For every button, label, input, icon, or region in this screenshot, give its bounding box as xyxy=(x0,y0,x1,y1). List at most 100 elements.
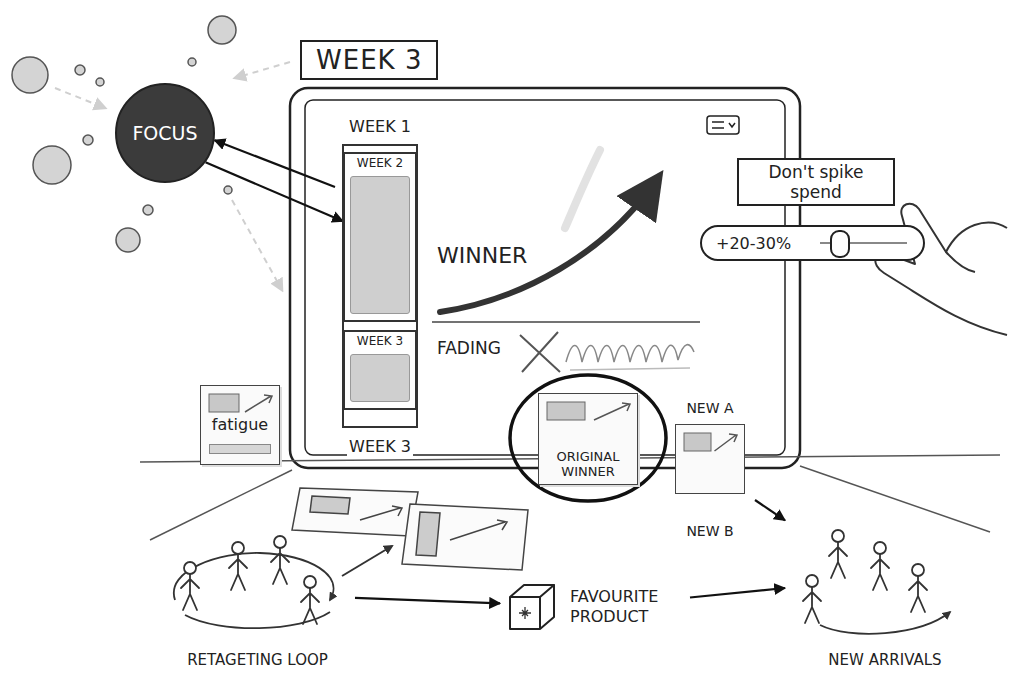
placeholder-block xyxy=(350,176,410,314)
node-text: ORIGINAL WINNER xyxy=(542,450,634,480)
week-block: WEEK 3 xyxy=(343,330,417,410)
person-figure xyxy=(274,536,286,548)
fading-scribble xyxy=(566,345,694,362)
connector-line xyxy=(355,598,500,604)
trend-arrows xyxy=(440,150,658,312)
floor-lines xyxy=(800,466,990,532)
placeholder-block xyxy=(350,354,410,402)
tablet-frame xyxy=(712,122,735,128)
node-text: WEEK 3 xyxy=(345,334,415,349)
focus-circle: FOCUS xyxy=(115,83,215,183)
card-sketch xyxy=(684,433,711,451)
hand xyxy=(875,204,1007,335)
loose-cards xyxy=(360,506,402,520)
person-figure xyxy=(874,542,886,554)
person-figure xyxy=(229,554,247,590)
note-box: Don't spike spend xyxy=(737,158,895,206)
fading-scribble xyxy=(432,321,700,323)
title-box: WEEK 3 xyxy=(300,40,438,80)
dashed-arrows xyxy=(55,88,105,108)
person-figure xyxy=(803,587,821,623)
person-figure xyxy=(301,588,319,624)
node-text: fatigue xyxy=(212,416,268,434)
connector-line xyxy=(206,162,344,221)
connector xyxy=(206,162,344,221)
hand xyxy=(875,204,1007,335)
connector-line xyxy=(690,588,785,598)
fading-scribble xyxy=(432,322,700,372)
product-box-icon xyxy=(504,579,560,635)
retargeting-loop xyxy=(185,612,330,628)
connector xyxy=(755,500,785,520)
thought-bubbles xyxy=(83,135,93,145)
product-box-icon xyxy=(519,607,531,619)
title-text: WEEK 3 xyxy=(316,45,422,75)
thought-bubbles xyxy=(224,186,232,194)
thought-bubbles xyxy=(96,78,104,86)
loose-cards xyxy=(450,520,507,540)
thought-bubbles xyxy=(33,146,71,184)
week-block: WEEK 2 xyxy=(343,152,417,322)
people-group: RETAGETING LOOP xyxy=(160,505,355,671)
budget-slider: +20-30% xyxy=(700,225,925,261)
dashed-arrows xyxy=(55,62,290,290)
card-line xyxy=(209,444,271,454)
ad-card: ORIGINAL WINNER xyxy=(538,393,638,485)
card-sketch xyxy=(209,394,239,412)
thought-bubbles xyxy=(12,57,48,93)
node-text: +20-30% xyxy=(716,234,791,253)
person-figure xyxy=(909,576,927,612)
person-figure xyxy=(232,542,244,554)
node-text: WEEK 3 xyxy=(347,436,413,458)
node-text: FAVOURITE PRODUCT xyxy=(570,587,686,627)
thought-bubbles xyxy=(188,58,196,66)
person-figure xyxy=(912,564,924,576)
arrivals-loop xyxy=(820,612,950,634)
loose-cards xyxy=(310,496,350,514)
people-group: NEW ARRIVALS xyxy=(785,505,985,671)
trend-arrows xyxy=(565,150,600,228)
loose-cards xyxy=(416,512,440,556)
person-figure xyxy=(829,542,847,578)
tablet-frame xyxy=(707,116,739,134)
thought-bubbles xyxy=(75,65,85,75)
annotation-label: WINNER xyxy=(435,243,529,268)
slider-knob xyxy=(830,230,850,258)
thought-bubbles xyxy=(12,16,236,252)
thought-bubbles xyxy=(143,205,153,215)
node-text: NEW ARRIVALS xyxy=(826,651,943,669)
node-text: FOCUS xyxy=(132,122,197,144)
card-sketch xyxy=(594,403,630,420)
thought-bubbles xyxy=(208,16,236,44)
ad-card-variants: NEW ANEW B xyxy=(665,398,755,541)
thought-bubbles xyxy=(116,228,140,252)
person-figure xyxy=(184,562,196,574)
connector xyxy=(690,588,785,598)
node-text: RETAGETING LOOP xyxy=(185,651,330,669)
arrivals-loop xyxy=(820,612,950,634)
loose-cards xyxy=(402,504,528,570)
card-sketch xyxy=(547,402,585,420)
loose-cards xyxy=(292,488,528,570)
connector xyxy=(215,140,336,187)
node-text: Don't spike spend xyxy=(745,162,887,202)
floor-lines xyxy=(150,470,292,540)
fading-scribble xyxy=(570,368,690,370)
person-figure xyxy=(181,574,199,610)
dashed-arrows xyxy=(235,62,290,78)
retargeting-loop xyxy=(174,553,334,628)
card-sketch xyxy=(676,425,746,493)
connector-line xyxy=(215,140,336,187)
node-text: WEEK 1 xyxy=(347,116,413,138)
connector-line xyxy=(755,500,785,520)
highlight-ring xyxy=(510,375,666,501)
person-figure xyxy=(271,548,289,584)
person-figure xyxy=(871,554,889,590)
person-figure xyxy=(806,575,818,587)
product-icon: FAVOURITE PRODUCT xyxy=(500,572,690,642)
week-column: WEEK 1 WEEK 3 WEEK 2 WEEK 3 xyxy=(335,116,425,458)
person-figure xyxy=(304,576,316,588)
annotation-label: FADING xyxy=(435,338,503,358)
card-sketch xyxy=(245,395,272,412)
